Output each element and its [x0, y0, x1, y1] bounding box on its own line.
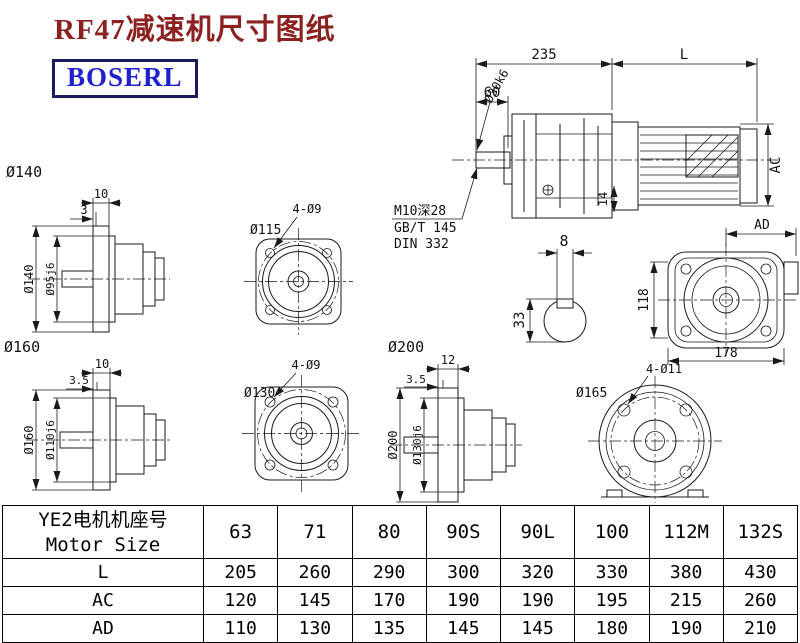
flange160-dim-dia: Ø160 — [22, 426, 36, 455]
dim-cell: 205 — [202, 558, 279, 587]
flange200-dim-3-5: 3.5 — [406, 373, 426, 386]
gearbox-housing — [503, 113, 613, 219]
motor-dimension-table: YE2电机机座号 Motor Size 63 71 80 90S 90L 100… — [2, 505, 799, 643]
motor-body — [611, 121, 758, 211]
table-row-AC: AC 120 145 170 190 190 195 215 260 — [2, 586, 799, 615]
keyway — [556, 298, 574, 309]
flange160-side-view: Ø160 10 3.5 Ø160 Ø110j6 — [4, 338, 172, 491]
shaft-section-detail: 8 33 — [512, 232, 592, 343]
square115-holes: 4-Ø9 — [293, 202, 322, 216]
dim-cell: 290 — [351, 558, 427, 587]
dim-cell: 145 — [499, 614, 576, 643]
dim-235: 235 — [531, 47, 556, 63]
size-header: 90S — [425, 505, 502, 559]
flange200-dim-pilot: Ø130j6 — [411, 425, 424, 465]
size-header: 90L — [499, 505, 576, 559]
boserl-logo: BOSERL — [52, 59, 198, 98]
dim-key-width: 8 — [559, 232, 568, 250]
motor-fin-block — [685, 134, 739, 178]
dim-cell: 195 — [574, 586, 650, 615]
dim-cell: 210 — [722, 614, 799, 643]
table-row-L: L 205 260 290 300 320 330 380 430 — [2, 558, 799, 587]
dim-AC: AC — [768, 157, 784, 174]
motor-size-header-cell: YE2电机机座号 Motor Size — [2, 505, 204, 559]
dim-cell: 260 — [277, 558, 353, 587]
dim-cell: 190 — [425, 586, 502, 615]
row-label: L — [2, 558, 204, 587]
dim-AD: AD — [754, 218, 770, 233]
table-header-row: YE2电机机座号 Motor Size 63 71 80 90S 90L 100… — [2, 505, 799, 559]
dim-L: L — [680, 47, 688, 63]
size-header: 80 — [351, 505, 427, 559]
technical-drawing: 235 L 60 Ø30k6 — [4, 47, 799, 503]
flange200-dim-dia: Ø200 — [386, 431, 400, 460]
dim-cell: 145 — [277, 586, 353, 615]
dim-cell: 300 — [425, 558, 502, 587]
motor-size-label-en: Motor Size — [45, 534, 161, 556]
dim-cell: 180 — [574, 614, 650, 643]
flange140-dim-3: 3 — [80, 203, 87, 217]
motor-size-label-cn: YE2电机机座号 — [38, 509, 168, 531]
square-flange-115-view: 4-Ø9 Ø115 — [244, 202, 353, 335]
page-title: RF47减速机尺寸图纸 — [54, 14, 336, 46]
flange165-holes: 4-Ø11 — [646, 362, 682, 376]
flange140-dim-dia: Ø140 — [22, 265, 36, 294]
square-flange-130-view: 4-Ø9 Ø130 — [242, 358, 360, 492]
motor-end-cap — [739, 128, 758, 204]
flange165-bolt-circle: Ø165 — [576, 386, 607, 401]
flange200-dim-12: 12 — [441, 353, 455, 367]
flange160-dim-3-5: 3.5 — [69, 374, 89, 387]
dim-cell: 190 — [648, 614, 724, 643]
dim-cell: 260 — [722, 586, 799, 615]
square130-bolt-circle: Ø130 — [244, 386, 275, 401]
dim-cell: 145 — [425, 614, 502, 643]
row-label: AC — [2, 586, 204, 615]
flange200-side-view: Ø200 12 3.5 Ø200 Ø130j6 — [386, 338, 522, 503]
dim-cell: 330 — [574, 558, 650, 587]
dim-cell: 135 — [351, 614, 427, 643]
dim-14: 14 — [596, 192, 610, 206]
terminal-box — [783, 261, 799, 295]
center-hole-notes: M10深28 GB/T 145 DIN 332 — [392, 167, 478, 252]
flange140-dim-10: 10 — [94, 187, 108, 201]
motor-rear-view: AD 118 178 — [637, 218, 799, 365]
dim-cell: 190 — [499, 586, 576, 615]
size-header: 100 — [574, 505, 650, 559]
dim-cell: 130 — [277, 614, 353, 643]
flange140-label: Ø140 — [6, 163, 42, 181]
dim-cell: 170 — [351, 586, 427, 615]
dim-cell: 380 — [648, 558, 724, 587]
dim-178: 178 — [714, 346, 737, 361]
square115-bolt-circle: Ø115 — [250, 223, 281, 238]
dim-cell: 215 — [648, 586, 724, 615]
flange160-dim-pilot: Ø110j6 — [44, 420, 57, 460]
flange140-side-view: Ø140 10 3 Ø140 Ø95j6 — [6, 163, 170, 333]
dim-cell: 320 — [499, 558, 576, 587]
dim-118: 118 — [637, 288, 652, 311]
dim-33: 33 — [512, 312, 528, 329]
size-header: 132S — [722, 505, 799, 559]
flange140-dim-pilot: Ø95j6 — [44, 262, 57, 295]
round-flange-165-view: 4-Ø11 Ø165 — [576, 362, 722, 503]
note-gb-standard: GB/T 145 — [394, 221, 457, 236]
table-row-AD: AD 110 130 135 145 145 180 190 210 — [2, 614, 799, 643]
dim-cell: 430 — [722, 558, 799, 587]
row-label: AD — [2, 614, 204, 643]
note-thread: M10深28 — [394, 204, 446, 219]
flange200-label: Ø200 — [388, 338, 424, 356]
size-header: 63 — [202, 505, 279, 559]
size-header: 71 — [277, 505, 353, 559]
square130-holes: 4-Ø9 — [292, 358, 321, 372]
dim-60: 60 — [484, 85, 501, 101]
dim-cell: 110 — [202, 614, 279, 643]
flange160-label: Ø160 — [4, 338, 40, 356]
input-shaft — [475, 151, 511, 169]
size-header: 112M — [648, 505, 724, 559]
flange160-dim-10: 10 — [95, 357, 109, 371]
dim-cell: 120 — [202, 586, 279, 615]
note-din-standard: DIN 332 — [394, 237, 449, 252]
main-assembly-view: 235 L 60 Ø30k6 — [452, 47, 784, 219]
